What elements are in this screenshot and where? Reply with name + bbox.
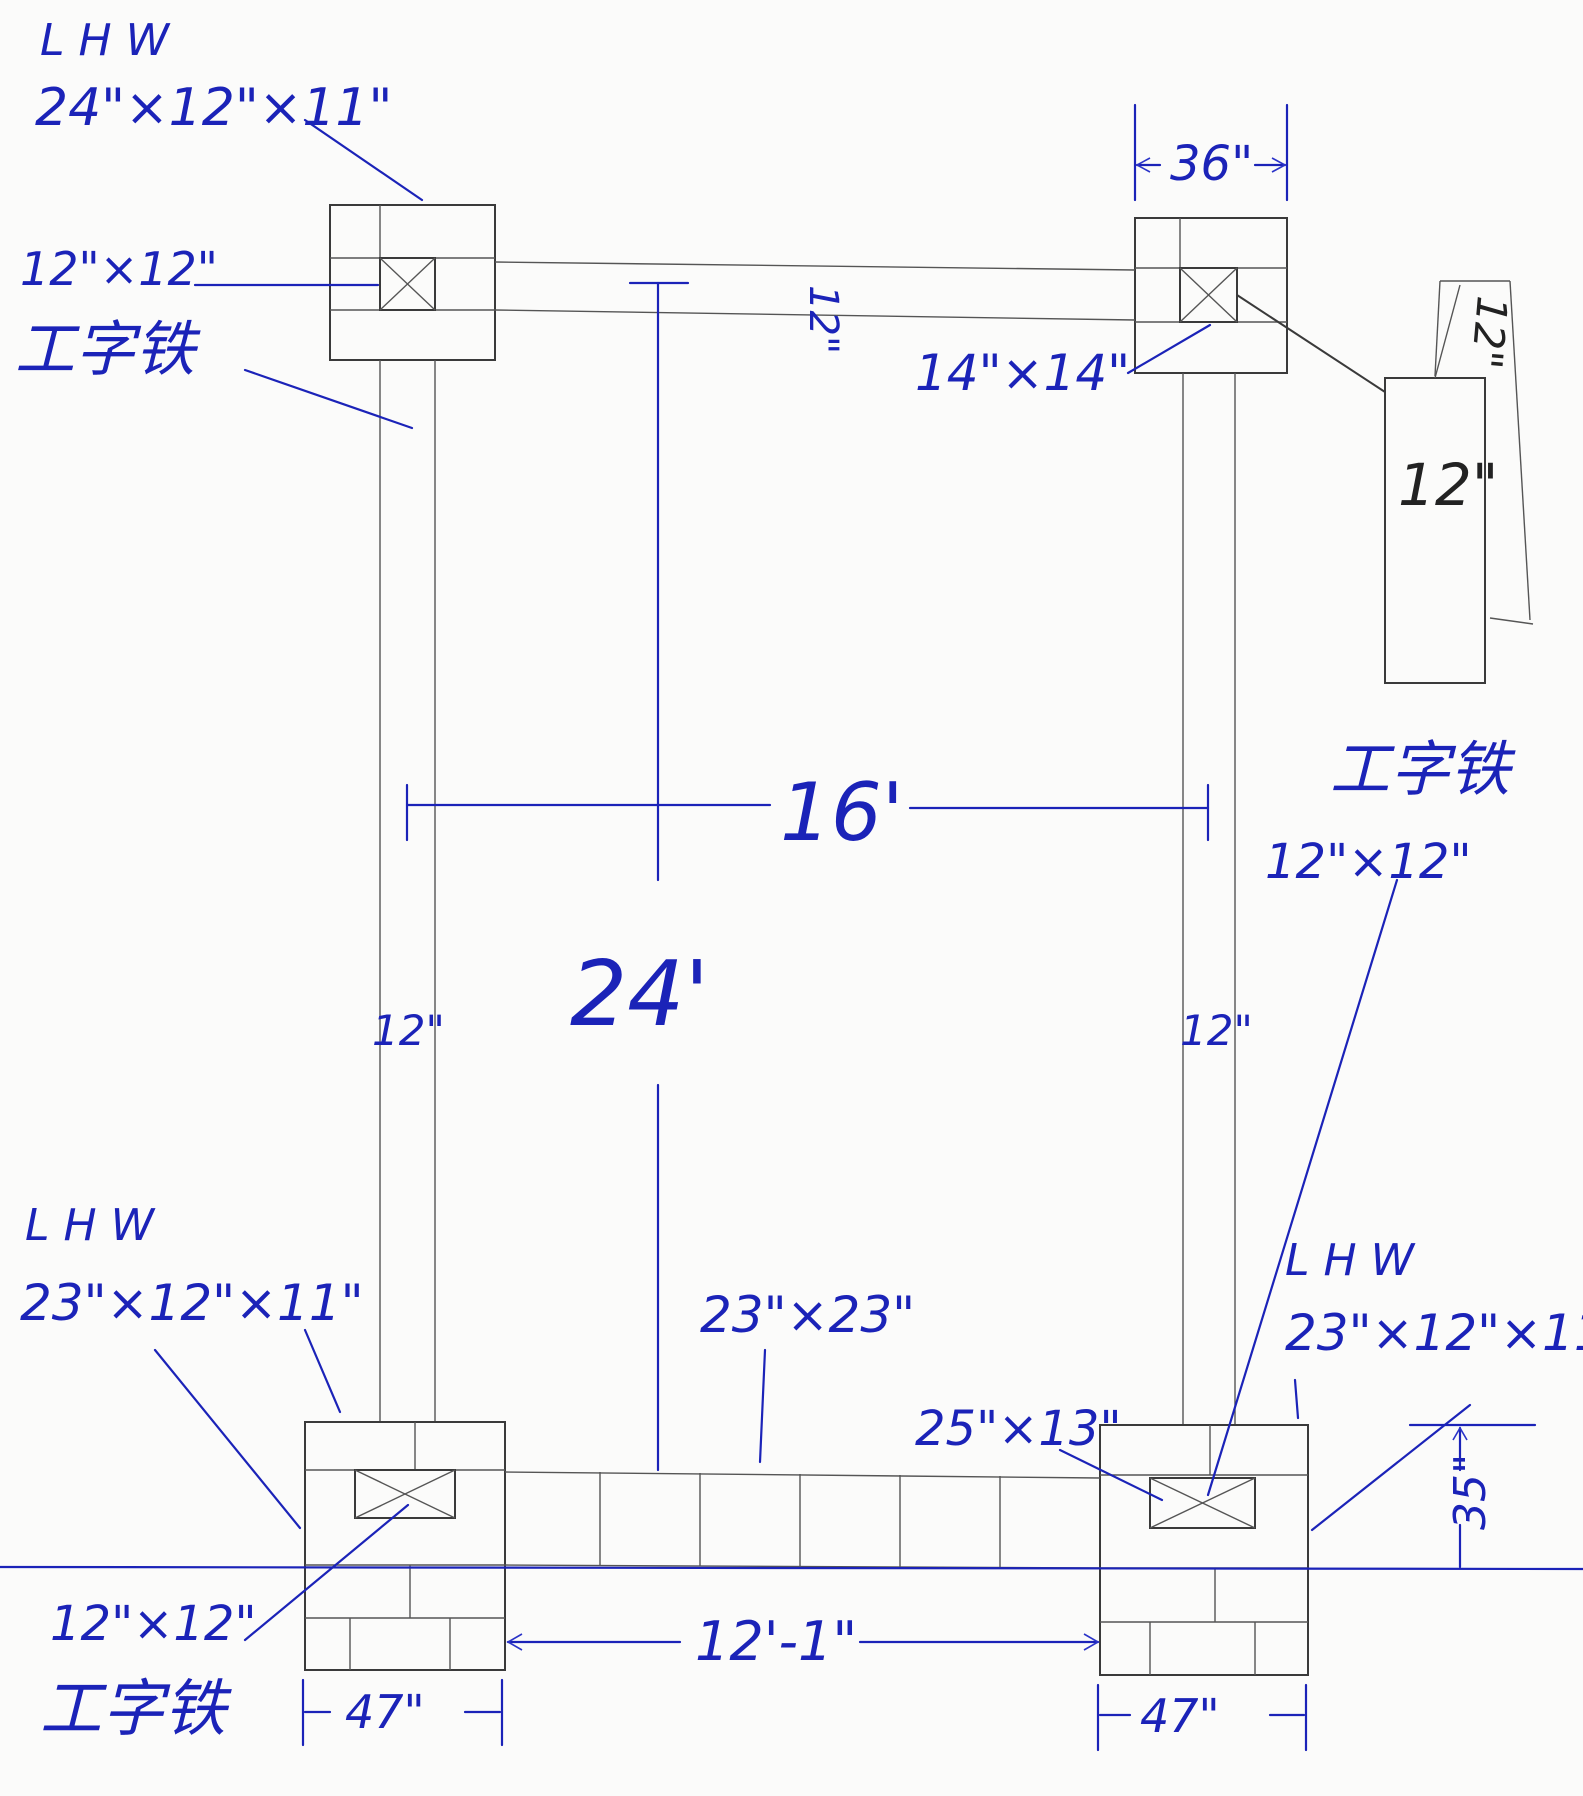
height-label: 35" [1445, 1454, 1496, 1530]
bl-width-label: 47" [345, 1685, 425, 1739]
detail-side-label: 12" [1398, 451, 1498, 519]
bl-width-dimension [301, 1678, 504, 1747]
bl-lhw-label: L H W [25, 1200, 156, 1251]
gap-dimension [506, 1633, 1100, 1651]
span-length-label: 24' [570, 942, 709, 1047]
right-wall [1182, 373, 1236, 1425]
length-dimension [628, 281, 690, 1472]
width-dimension [405, 783, 1210, 842]
height-dimension [1408, 1423, 1537, 1569]
br-width-dimension [1096, 1683, 1308, 1752]
tr-pier-width-label: 36" [1170, 136, 1253, 192]
top-left-pier [329, 204, 496, 361]
br-block-size-label: 23"×12"×11" [1285, 1304, 1583, 1362]
tl-block-size-label: 24"×12"×11" [35, 78, 392, 138]
br-width-label: 47" [1140, 1689, 1220, 1743]
span-width-label: 16' [780, 766, 904, 859]
ground-line [0, 1565, 1583, 1571]
br-post-size-label: 25"×13" [915, 1401, 1122, 1457]
left-wall-label: 12" [372, 1006, 445, 1055]
bl-block-size-label: 23"×12"×11" [20, 1274, 364, 1332]
r-post-size-label: 12"×12" [1265, 834, 1472, 890]
bottom-block-size-label: 23"×23" [700, 1286, 915, 1344]
leader-lines [153, 118, 1472, 1642]
tr-post-size-label: 14"×14" [915, 344, 1130, 402]
ibeam-detail [1236, 280, 1534, 684]
tl-post-size-label: 12"×12" [20, 242, 218, 296]
pier-width-dimension [1133, 103, 1289, 202]
bottom-block-wall [504, 1471, 1101, 1569]
r-ibeam-label: 工字铁 [1330, 735, 1516, 805]
right-wall-label: 12" [1180, 1006, 1253, 1055]
beam-depth-label: 12" [800, 285, 846, 354]
br-lhw-label: L H W [1285, 1235, 1416, 1286]
detail-top-label: 12" [1462, 294, 1517, 371]
gap-label: 12'-1" [695, 1610, 857, 1673]
left-wall [379, 360, 436, 1422]
bottom-right-pier [1099, 1424, 1309, 1676]
tl-ibeam-label: 工字铁 [15, 315, 201, 385]
bl-post-size-label: 12"×12" [50, 1596, 257, 1652]
bl-ibeam-label: 工字铁 [40, 1672, 232, 1745]
top-right-pier [1134, 217, 1288, 374]
tl-lhw-label: L H W [40, 15, 171, 66]
top-beam [494, 261, 1136, 321]
bottom-left-pier [304, 1421, 506, 1671]
